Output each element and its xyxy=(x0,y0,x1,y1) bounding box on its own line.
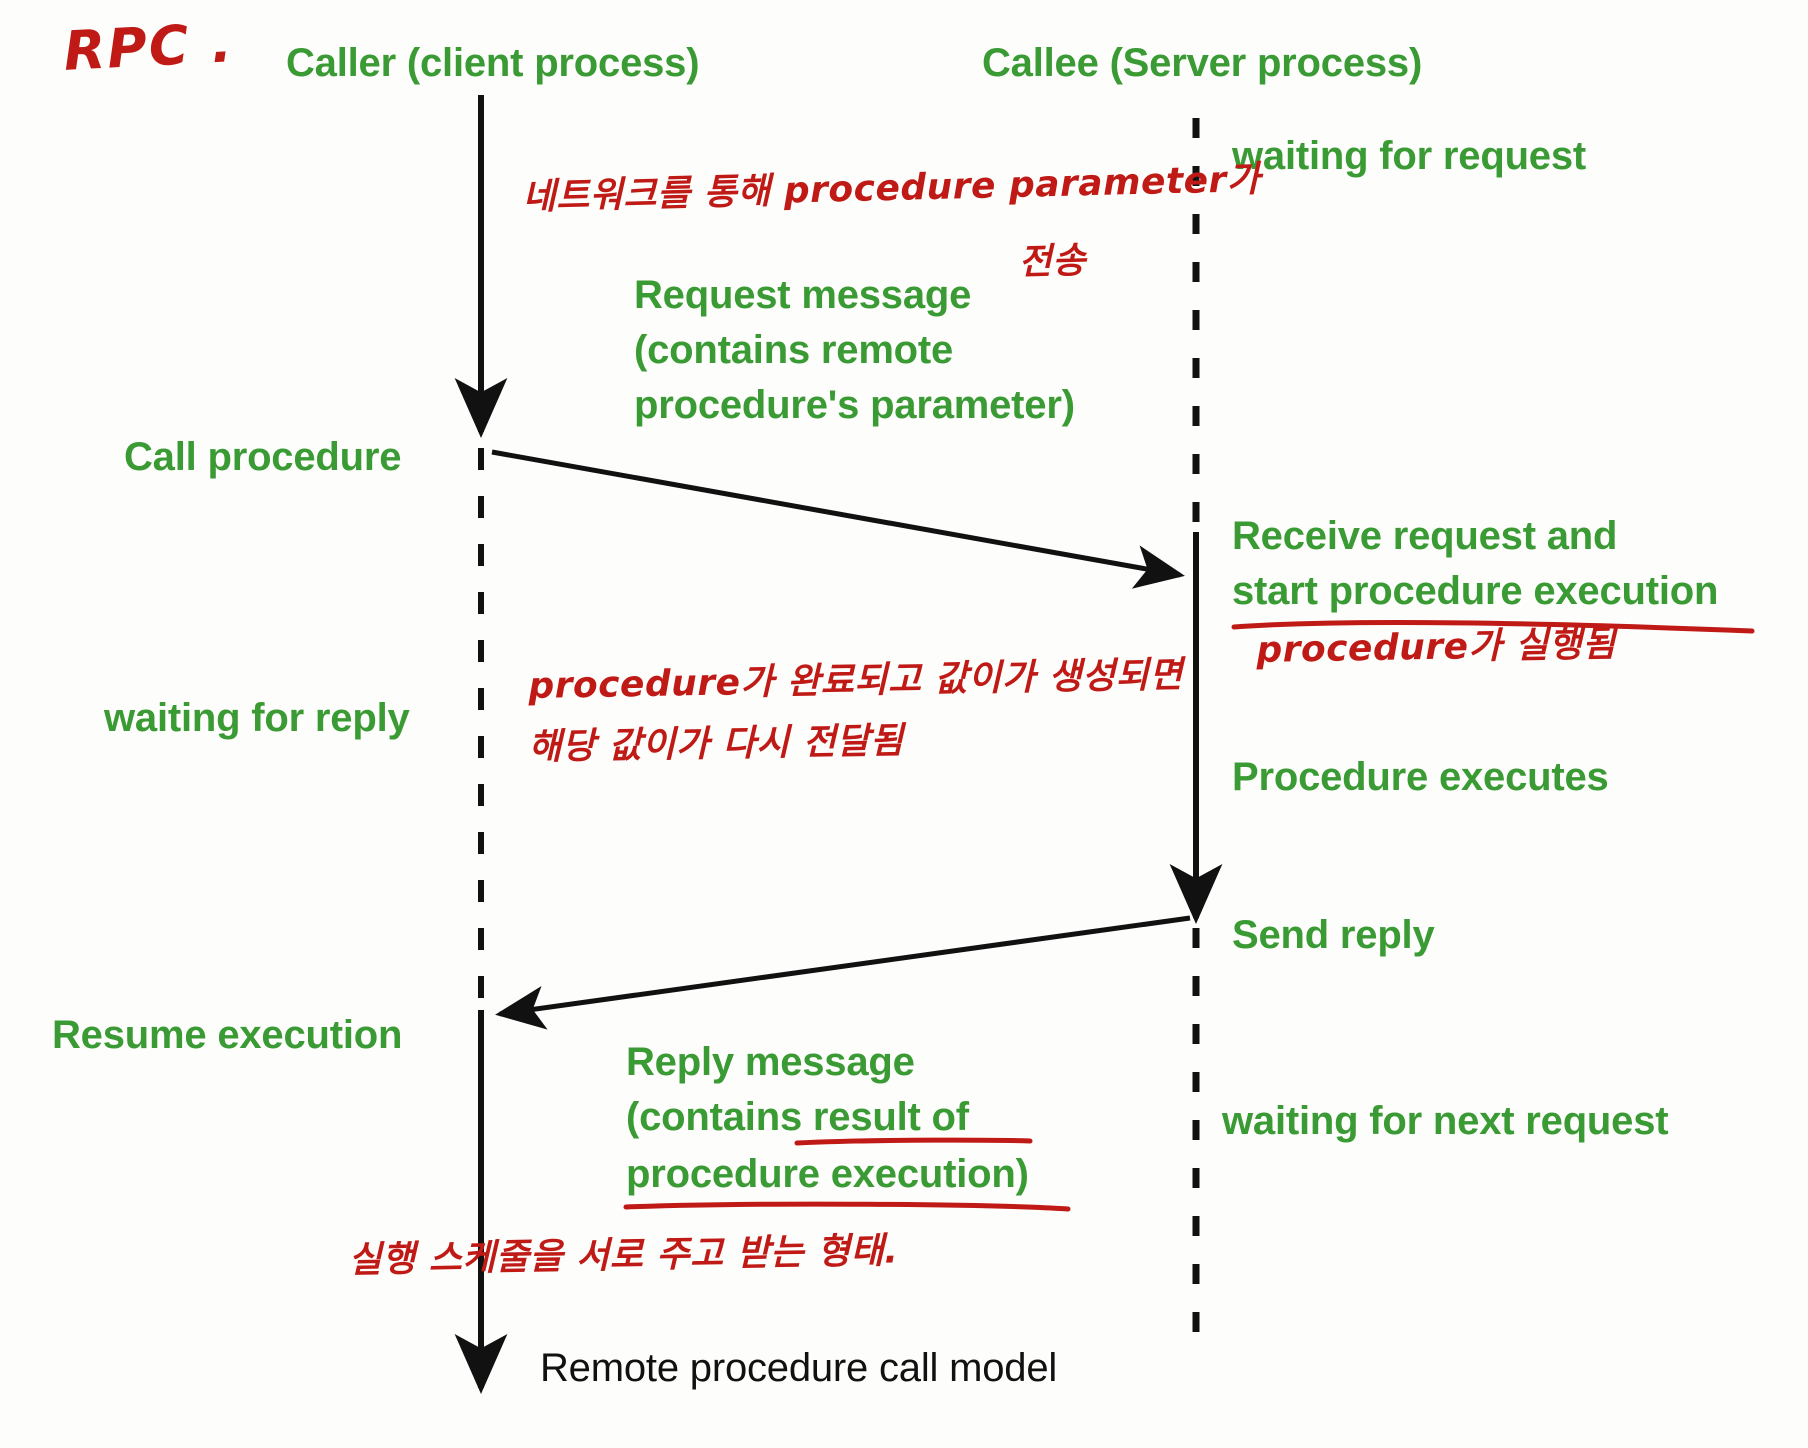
procedure-executes-label: Procedure executes xyxy=(1232,755,1609,799)
red-underline-procedure-execution xyxy=(623,1201,1071,1212)
diagram-caption: Remote procedure call model xyxy=(540,1346,1058,1390)
request-message-line3: procedure's parameter) xyxy=(634,383,1075,427)
waiting-for-reply-label: waiting for reply xyxy=(104,696,410,740)
request-message-arrow xyxy=(491,449,1185,589)
red-underline-start-procedure-execution xyxy=(1231,619,1755,634)
request-message-line2: (contains remote xyxy=(634,328,954,372)
send-reply-label: Send reply xyxy=(1232,913,1435,957)
resume-execution-label: Resume execution xyxy=(52,1013,403,1057)
annotation-reply-note-line2: 해당 값이가 다시 전달됨 xyxy=(528,720,905,768)
annotation-bottom-note: 실행 스케줄을 서로 주고 받는 형태. xyxy=(348,1230,899,1281)
waiting-for-next-request-label: waiting for next request xyxy=(1222,1099,1669,1143)
receive-request-line2: start procedure execution xyxy=(1232,569,1719,613)
reply-message-line1: Reply message xyxy=(626,1040,915,1084)
receive-request-line1: Receive request and xyxy=(1232,514,1618,558)
red-underline-result-of xyxy=(794,1137,1033,1146)
reply-message-line3: procedure execution) xyxy=(626,1152,1029,1196)
request-message-line1: Request message xyxy=(634,273,972,317)
call-procedure-label: Call procedure xyxy=(124,435,402,479)
callee-title: Callee (Server process) xyxy=(982,41,1423,85)
annotation-request-note-line2: 전송 xyxy=(1018,240,1087,283)
reply-message-line2: (contains result of xyxy=(626,1095,969,1139)
waiting-for-request-label: waiting for request xyxy=(1232,134,1587,178)
annotation-execution-note: procedure가 실행됨 xyxy=(1256,623,1617,671)
annotation-rpc-title: RPC . xyxy=(62,11,236,83)
reply-message-arrow xyxy=(495,915,1191,1030)
caller-title: Caller (client process) xyxy=(286,41,700,85)
